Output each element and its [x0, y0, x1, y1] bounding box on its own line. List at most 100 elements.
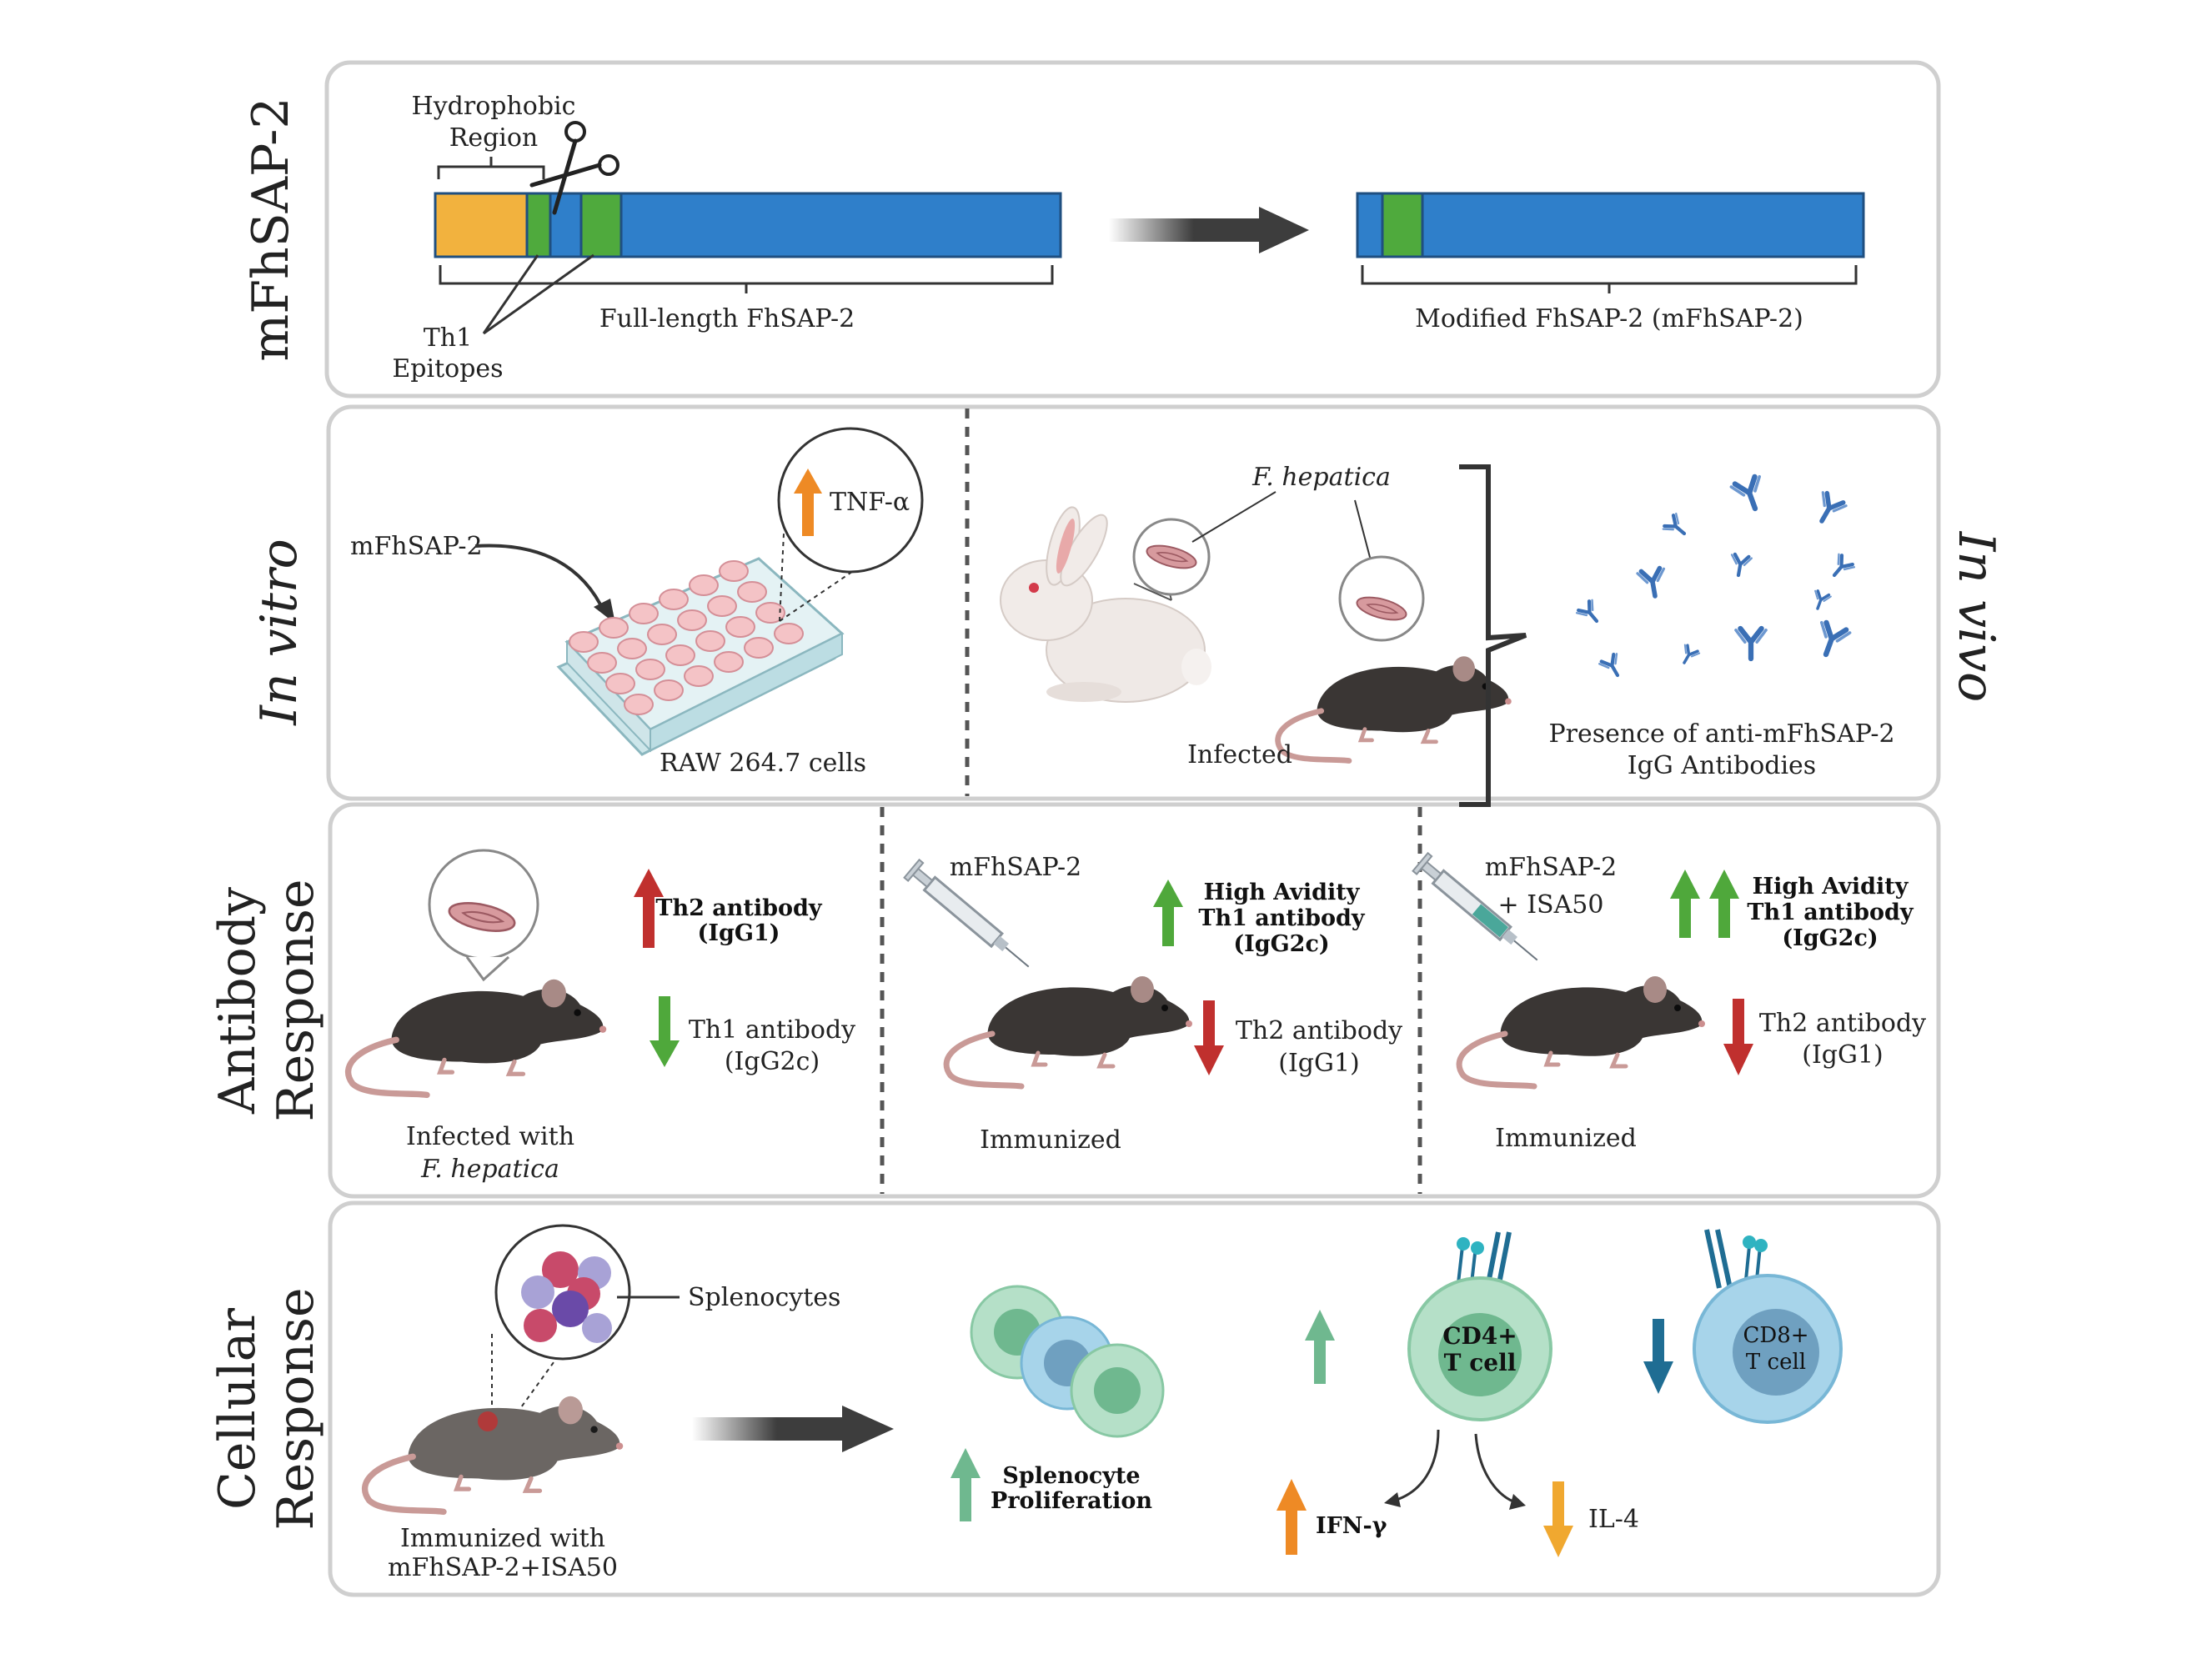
plate-well [654, 679, 684, 701]
cd4-label-line1: CD4+ [1442, 1322, 1517, 1350]
plate-well [624, 694, 654, 715]
plate-well [647, 624, 677, 645]
curved-arrow-to-plate [474, 544, 606, 614]
splenocyte-cluster [521, 1251, 612, 1343]
plate-well [617, 638, 647, 659]
tnf-label: TNF-α [830, 488, 910, 517]
c2-agent-label: mFhSAP-2 [950, 853, 1082, 882]
row-label-in-vitro: In vitro [250, 539, 308, 725]
full-length-bracket [439, 265, 1054, 293]
c2-up-label-line1: High Avidity [1204, 880, 1361, 905]
c2-down-label-line2: (IgG1) [1278, 1049, 1360, 1078]
c1-down-label-line1: Th1 antibody [689, 1015, 855, 1045]
ifn-label: IFN-γ [1316, 1513, 1387, 1539]
plate-well [629, 603, 659, 624]
plate-well [755, 602, 785, 624]
proliferation-label-line1: Splenocyte [1002, 1463, 1140, 1489]
c2-up-label-line3: (IgG2c) [1233, 931, 1329, 957]
plate-well [725, 616, 755, 638]
c2-down-label-line1: Th2 antibody [1236, 1016, 1402, 1045]
spleen-icon [478, 1411, 498, 1431]
splenocytes-label: Splenocytes [688, 1283, 840, 1312]
row-label-cellular: Cellular [208, 1308, 267, 1510]
c2-caption: Immunized [980, 1125, 1121, 1155]
hydrophobic-segment [434, 192, 529, 258]
full-length-protein-bar [434, 192, 1062, 258]
c1-callout-stem [465, 955, 510, 982]
cd8-label-line1: CD8+ [1743, 1323, 1808, 1348]
plate-well [599, 617, 629, 639]
plate-well [774, 623, 804, 644]
mfhsap2-label: mFhSAP-2 [350, 532, 483, 561]
tnf-callout-circle [777, 427, 924, 574]
proliferating-cells [970, 1285, 1165, 1438]
plate-wells [569, 560, 804, 715]
c3-up-label-line1: High Avidity [1753, 874, 1909, 900]
row-label-cellular-response: Response [267, 1288, 325, 1531]
row-label-in-vivo: In vivo [1947, 531, 2005, 703]
row-label-antibody-response: Response [267, 880, 325, 1122]
row4-flow-arrow [692, 1406, 894, 1452]
infected-label: Infected [1187, 740, 1292, 769]
rabbit [1000, 506, 1211, 703]
plate-well [605, 673, 635, 694]
c2-syringe-icon [903, 858, 1030, 968]
epitope-pointer-lines [482, 253, 594, 335]
ifn-curve-arrowhead [1384, 1492, 1401, 1507]
il4-curve-arrow [1474, 1433, 1518, 1505]
c3-agent-label-line2: + ISA50 [1498, 890, 1604, 920]
scissors-icon [529, 121, 619, 215]
plate-well [569, 631, 599, 653]
proliferation-label-line2: Proliferation [991, 1488, 1152, 1514]
modified-epitope-segment [1381, 192, 1424, 258]
well-plate [556, 557, 845, 756]
c1-down-label-line2: (IgG2c) [725, 1047, 820, 1076]
modified-bracket [1361, 265, 1858, 293]
c2-down-arrow-icon [1194, 1000, 1224, 1075]
c3-up-label-line3: (IgG2c) [1782, 925, 1878, 951]
cd4-up-arrow-icon [1305, 1310, 1335, 1384]
il4-curve-arrowhead [1509, 1494, 1526, 1510]
plate-well [714, 651, 744, 673]
epitope-segment-2 [579, 192, 623, 258]
plate-well [689, 574, 719, 596]
c3-up-arrow-icon-2 [1709, 870, 1739, 938]
il4-down-arrow-icon [1543, 1481, 1573, 1557]
tnf-callout-lines [779, 533, 885, 622]
plate-well [677, 609, 707, 631]
c2-up-arrow-icon [1153, 880, 1183, 946]
c3-up-arrow-icon-1 [1670, 870, 1700, 938]
il4-label: IL-4 [1588, 1505, 1639, 1534]
plate-well [659, 589, 689, 610]
tnf-up-arrow-icon [794, 469, 822, 536]
th1-epitopes-line1: Th1 [424, 323, 472, 353]
raw-cells-label: RAW 264.7 cells [660, 749, 866, 778]
epitope-segment-1 [525, 192, 552, 258]
modified-protein-bar [1356, 192, 1865, 258]
row-label-antibody: Antibody [208, 887, 267, 1115]
modified-label: Modified FhSAP-2 (mFhSAP-2) [1415, 304, 1803, 333]
plate-well [665, 644, 695, 666]
c3-down-label-line1: Th2 antibody [1759, 1009, 1926, 1038]
hydrophobic-label-line2: Region [449, 123, 539, 153]
c3-up-label-line2: Th1 antibody [1747, 900, 1914, 925]
c3-down-arrow-icon [1723, 999, 1753, 1075]
c3-agent-label-line1: mFhSAP-2 [1485, 853, 1618, 882]
in-vivo-bracket [1459, 464, 1527, 807]
th1-epitopes-line2: Epitopes [392, 354, 503, 383]
plate-well [635, 659, 665, 680]
plate-well [684, 665, 714, 687]
c1-caption-line2: F. hepatica [420, 1155, 559, 1184]
cd4-label-line2: T cell [1444, 1349, 1517, 1376]
ifn-up-arrow-icon [1277, 1479, 1307, 1555]
cd8-nucleus [1733, 1309, 1819, 1396]
plate-well [737, 581, 767, 603]
proliferation-up-arrow-icon [951, 1448, 981, 1521]
splenocyte-callout-lines [491, 1334, 568, 1414]
row4-caption-line2: mFhSAP-2+ISA50 [388, 1553, 618, 1582]
ifn-curve-arrow [1393, 1429, 1440, 1502]
plate-well [707, 595, 737, 617]
c3-down-label-line2: (IgG1) [1802, 1040, 1883, 1070]
hydrophobic-bracket [437, 157, 545, 179]
